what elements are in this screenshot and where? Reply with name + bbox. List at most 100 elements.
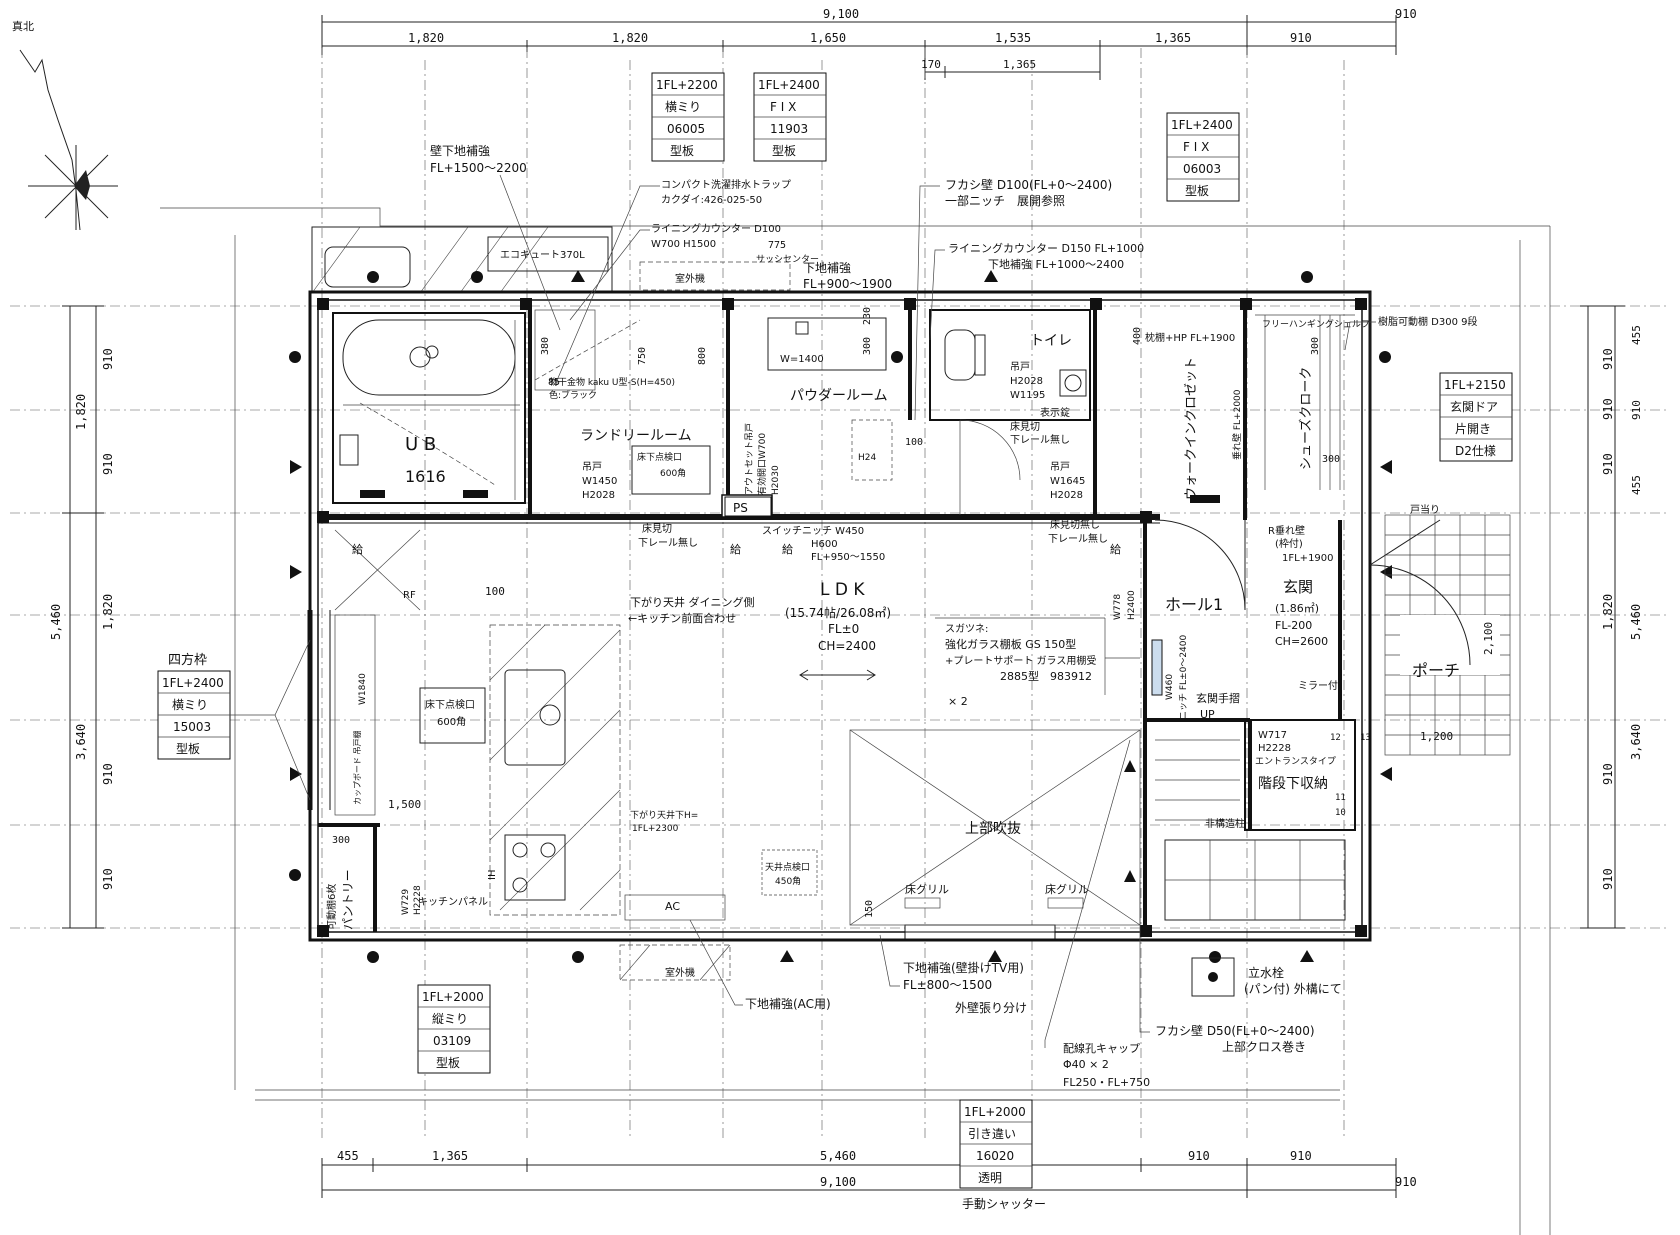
h2228-label: H2228 <box>1258 743 1291 754</box>
w4-line-1: 玄関ドア <box>1450 399 1498 414</box>
w4-line-0: 1FL+2150 <box>1444 378 1506 392</box>
fukashi-2-sub: 上部クロス巻き <box>1222 1039 1306 1054</box>
reinforce-ac: 下地補強(AC用) <box>745 997 831 1011</box>
laundry-hatch-size: 600角 <box>660 467 686 479</box>
reinforce-900-h: FL+900～1900 <box>803 277 892 291</box>
water-tap-sub: (パン付) 外構にて <box>1244 982 1342 996</box>
dim-left-outer-0: 1,820 <box>74 394 88 430</box>
shoes-label: シューズクローク <box>1298 367 1314 470</box>
left-dimensions: 1,820 5,460 3,640 910 910 1,820 910 910 <box>49 305 115 929</box>
plate-model: 2885型 983912 <box>1000 669 1092 683</box>
w6-line-3: 型板 <box>436 1056 460 1070</box>
dim-top-right: 910 <box>1395 7 1417 21</box>
dim-right-inner-0: 910 <box>1601 348 1615 370</box>
dim-top-total: 9,100 <box>823 7 859 21</box>
north-arrow-icon: 真北 <box>12 19 118 231</box>
ldk-rail-none: 下レール無し <box>638 536 698 549</box>
dim-800: 800 <box>697 347 708 365</box>
hall-stairs: ホール1 W460 ニッチ FL±0～2400 W778 H2400 玄関手摺 … <box>1113 519 1371 921</box>
kyu-3: 給 <box>782 542 793 556</box>
compact-trap-no: カクダイ:426-025-50 <box>661 193 762 206</box>
kyu-4: 給 <box>1110 542 1121 556</box>
dim-bottom-0: 455 <box>337 1149 359 1163</box>
dim-left-inner-4: 910 <box>101 868 115 890</box>
genkan: 玄関 (1.86㎡) FL-200 CH=2600 R垂れ壁 (枠付) 1FL+… <box>1268 503 1511 756</box>
dim-380: 380 <box>540 337 551 355</box>
dim-right-inner-1: 910 <box>1601 398 1615 420</box>
reinforce-900: 下地補強 <box>803 261 851 275</box>
dim-1500: 1,500 <box>388 798 421 811</box>
glass-shelf: 強化ガラス棚板 GS 150型 <box>945 637 1076 651</box>
ac-label: AC <box>665 900 680 913</box>
dim-left-inner-3: 910 <box>101 763 115 785</box>
wiring-cap: 配線孔キャップ <box>1063 1041 1140 1055</box>
dim-300-shoes-b: 300 <box>1322 454 1340 465</box>
ub-size: 1616 <box>405 467 446 486</box>
lowered-fl: 1FL+2300 <box>632 824 679 834</box>
toilet-label: トイレ <box>1030 333 1072 349</box>
switch-niche-h: H600 <box>811 539 838 550</box>
w6-line-0: 1FL+2000 <box>422 990 484 1004</box>
w6-line-2: 03109 <box>433 1034 471 1048</box>
sash-775: 775 <box>768 240 786 251</box>
window-box-w5: 四方枠 1FL+2400 横ミり 15003 型板 <box>157 639 311 801</box>
wiring-size: Φ40 × 2 <box>1063 1058 1109 1071</box>
dim-right-outer-2: 455 <box>1630 475 1643 495</box>
shelf6-label: 可動棚6枚 <box>325 884 338 930</box>
r-wall: R垂れ壁 <box>1268 524 1305 537</box>
ext-wall-split: 外壁張り分け <box>955 1000 1027 1015</box>
dim-400: 400 <box>1132 327 1143 345</box>
toilet-door-h: H2028 <box>1010 376 1043 387</box>
ldk-label: L D K <box>820 580 865 600</box>
walkin-door-h: H2028 <box>1050 490 1083 501</box>
dim-100-ldk: 100 <box>485 585 505 598</box>
walkin-closet: ウォークインクロゼット 垂れ壁 FL+2000 枕棚+HP FL+1900 40… <box>1050 327 1243 503</box>
w1-line-2: 06005 <box>667 122 705 136</box>
laundry-door-h: H2028 <box>582 490 615 501</box>
dim-left-outer-2: 3,640 <box>74 724 88 760</box>
dim-left-outer-1: 5,460 <box>49 604 63 640</box>
toilet-floor-cut: 床見切 <box>1010 420 1040 433</box>
floor-grill-2: 床グリル <box>1045 882 1089 896</box>
outdoor-unit-bottom: 室外機 <box>665 966 695 979</box>
dim-top-sub-0: 170 <box>921 58 941 71</box>
wall-reinforce-h: FL+1500～2200 <box>430 161 527 175</box>
w5-line-1: 横ミり <box>172 698 208 712</box>
void-label: 上部吹抜 <box>965 821 1021 837</box>
reinforce-1000: 下地補強 FL+1000～2400 <box>988 258 1124 271</box>
window-box-w2: 1FL+2400 F I X 11903 型板 <box>753 72 827 162</box>
w1840-label: W1840 <box>358 673 368 705</box>
walkin-label: ウォークインクロゼット <box>1184 357 1199 500</box>
switch-niche-fl: FL+950～1550 <box>811 552 885 563</box>
top-dimensions: 9,100 910 1,820 1,820 1,650 1,535 1,365 … <box>321 7 1417 80</box>
ecocute-label: エコキュート370L <box>500 250 585 261</box>
dim-top-3: 1,535 <box>995 31 1031 45</box>
w5-title: 四方枠 <box>168 652 207 668</box>
dim-right-inner-5: 910 <box>1601 868 1615 890</box>
w3-line-2: 06003 <box>1183 162 1221 176</box>
w3-line-3: 型板 <box>1185 184 1209 198</box>
w1-line-0: 1FL+2200 <box>656 78 718 92</box>
display-lock: 表示錠 <box>1040 406 1070 419</box>
dim-300-pantry: 300 <box>332 835 350 846</box>
times2: × 2 <box>948 695 968 708</box>
w7-line-3: 透明 <box>978 1171 1002 1185</box>
lowered-ceiling: 下がり天井 ダイニング側 <box>630 595 755 609</box>
columns <box>289 270 1392 963</box>
ldk-ch: CH=2400 <box>818 639 876 653</box>
window-box-w4: 1FL+2150 玄関ドア 片開き D2仕様 <box>1439 372 1513 462</box>
dim-100-powder: 100 <box>905 437 923 448</box>
pantry: パントリー 可動棚6枚 300 W729 H2228 キッチンパネル <box>325 835 488 930</box>
lining-counter-1-size: W700 H1500 <box>651 239 716 250</box>
ub-label: U B <box>405 434 436 455</box>
genkan-size: (1.86㎡) <box>1275 602 1319 615</box>
dim-left-inner-0: 910 <box>101 348 115 370</box>
fukashi-2: フカシ壁 D50(FL+0～2400) <box>1155 1023 1315 1038</box>
window-box-w3: 1FL+2400 F I X 06003 型板 <box>1166 112 1240 202</box>
step-11: 11 <box>1335 793 1346 803</box>
wash-width: W=1400 <box>780 354 824 365</box>
ldk-rail-none-2: 下レール無し <box>1048 532 1108 545</box>
dim-300-shoes: 300 <box>1310 337 1321 355</box>
genkan-label: 玄関 <box>1283 578 1313 596</box>
window-box-w7: 1FL+2000 引き違い 16020 透明 手動シャッター <box>959 1099 1046 1211</box>
